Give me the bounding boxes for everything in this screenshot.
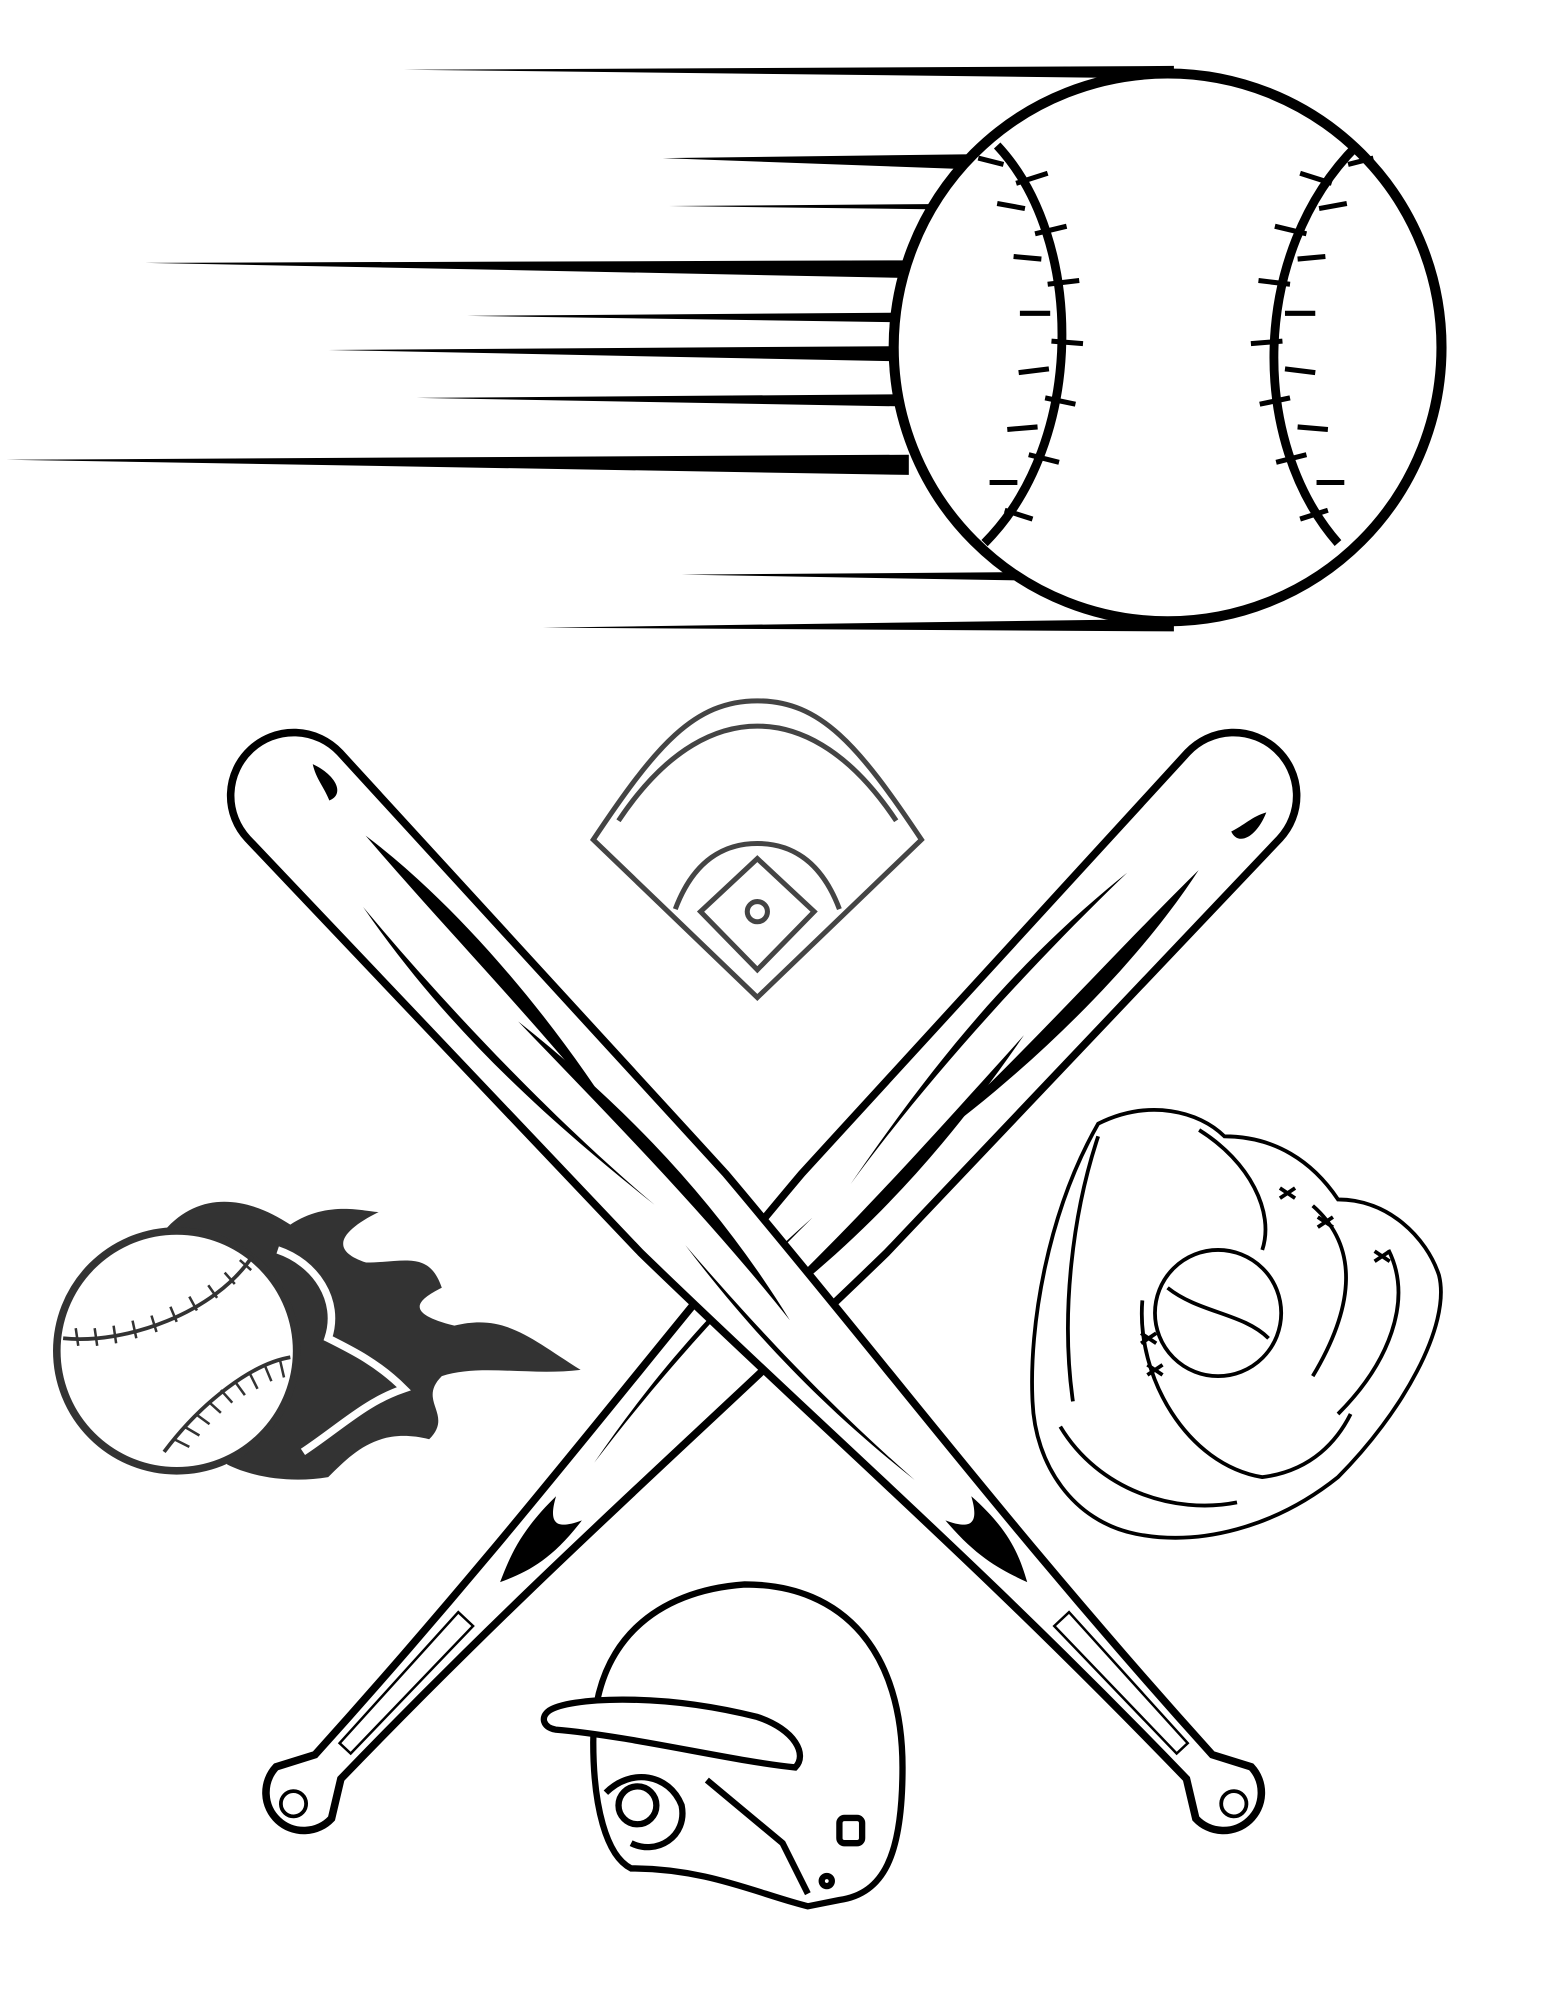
baseball-icon bbox=[888, 68, 1447, 627]
flaming-baseball-icon bbox=[53, 1201, 581, 1480]
batting-helmet-icon bbox=[540, 1581, 906, 1910]
baseball-diamond-icon bbox=[589, 698, 925, 1001]
baseball-glove-icon bbox=[1030, 1108, 1443, 1540]
